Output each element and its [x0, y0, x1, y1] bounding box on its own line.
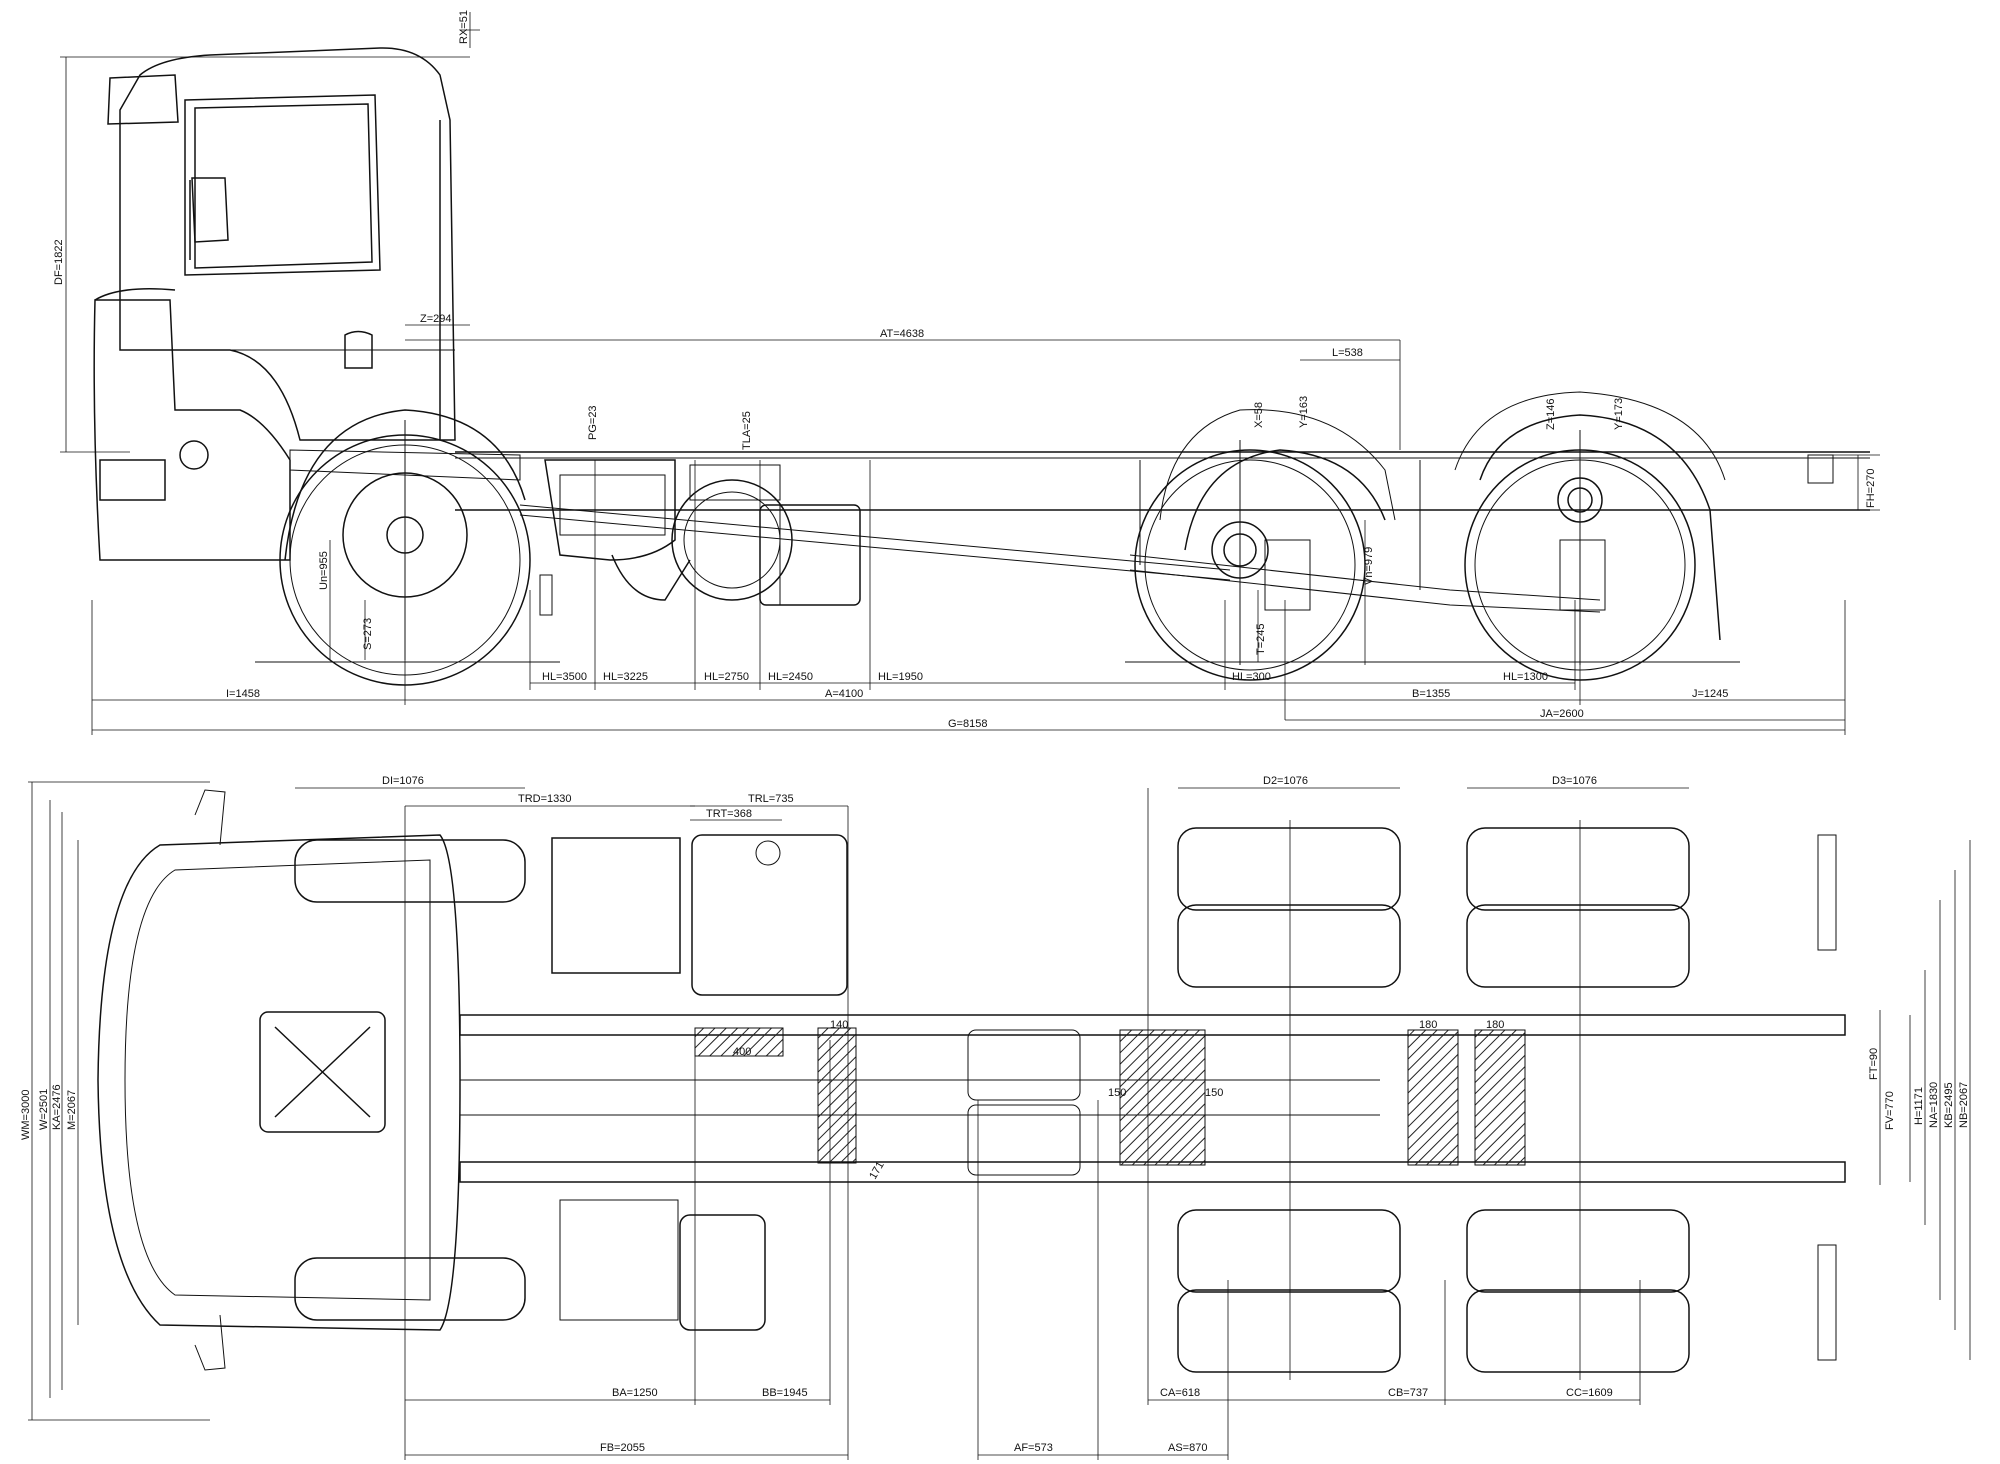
- dim-at: AT=4638: [880, 328, 924, 340]
- dim-a: A=4100: [825, 688, 863, 700]
- dim-trt: TRT=368: [706, 808, 752, 820]
- dim-hl2450: HL=2450: [768, 671, 813, 683]
- dim-g: G=8158: [948, 718, 987, 730]
- dim-y173: Y=173: [1613, 398, 1625, 430]
- top-frame: [459, 1014, 1846, 1183]
- cab-side: [93, 47, 456, 561]
- dim-ba: BA=1250: [612, 1387, 658, 1399]
- dim-180-right: 180: [1486, 1019, 1504, 1031]
- dim-ft: FT=90: [1868, 1048, 1880, 1080]
- dim-w: W=2501: [38, 1089, 50, 1130]
- dim-trl: TRL=735: [748, 793, 794, 805]
- dim-ca: CA=618: [1160, 1387, 1200, 1399]
- dim-nb: NB=2067: [1958, 1082, 1970, 1128]
- dim-vn: Vn=979: [1363, 547, 1375, 585]
- dim-140: 140: [830, 1019, 848, 1031]
- cross-members: [694, 1027, 1526, 1166]
- mid-components: [539, 459, 861, 616]
- side-view: RX=51 DF=1822 Z=294 AT=4638 L=538 PG=23 …: [53, 10, 1880, 735]
- dim-i: I=1458: [226, 688, 260, 700]
- dim-150-right: 150: [1205, 1087, 1223, 1099]
- cab-top: [97, 789, 461, 1371]
- side-frame: [455, 451, 1870, 581]
- dim-fb: FB=2055: [600, 1442, 645, 1454]
- dim-tla: TLA=25: [741, 411, 753, 450]
- dim-d3: D3=1076: [1552, 775, 1597, 787]
- dim-na: NA=1830: [1928, 1082, 1940, 1128]
- dim-s: S=273: [362, 618, 374, 650]
- dim-z: Z=294: [420, 313, 452, 325]
- dim-171: 171: [867, 1160, 887, 1182]
- dim-df: DF=1822: [53, 239, 65, 285]
- dim-bb: BB=1945: [762, 1387, 808, 1399]
- dim-ja: JA=2600: [1540, 708, 1584, 720]
- dim-400: 400: [733, 1046, 751, 1058]
- dim-j: J=1245: [1692, 688, 1728, 700]
- dim-m: M=2067: [66, 1090, 78, 1130]
- dim-b: B=1355: [1412, 688, 1450, 700]
- dim-hl3500: HL=3500: [542, 671, 587, 683]
- dim-y163: Y=163: [1298, 396, 1310, 428]
- dim-z146: Z=146: [1545, 399, 1557, 431]
- dim-trd: TRD=1330: [518, 793, 572, 805]
- rear-wheels-top: [1177, 820, 1837, 1380]
- dim-hl3225: HL=3225: [603, 671, 648, 683]
- side-dimension-lines: [60, 12, 1880, 735]
- dim-cb: CB=737: [1388, 1387, 1428, 1399]
- front-wheels-top: [294, 839, 526, 1321]
- dim-rx: RX=51: [458, 10, 470, 44]
- dim-wm: WM=3000: [20, 1090, 32, 1140]
- dim-fh: FH=270: [1865, 469, 1877, 508]
- dim-as: AS=870: [1168, 1442, 1207, 1454]
- rear-wheel-2: [1454, 391, 1726, 681]
- dim-x58: X=58: [1253, 402, 1265, 428]
- dim-un: Un=955: [318, 551, 330, 590]
- dim-di: DI=1076: [382, 775, 424, 787]
- tanks-top: [551, 834, 1081, 1331]
- dim-150-left: 150: [1108, 1087, 1126, 1099]
- side-labels: RX=51 DF=1822 Z=294 AT=4638 L=538 PG=23 …: [53, 10, 1877, 730]
- dim-ka: KA=2476: [51, 1084, 63, 1130]
- dim-t: T=245: [1255, 624, 1267, 656]
- dim-d2: D2=1076: [1263, 775, 1308, 787]
- dim-pg: PG=23: [587, 405, 599, 440]
- dim-hl2750: HL=2750: [704, 671, 749, 683]
- dim-l: L=538: [1332, 347, 1363, 359]
- dim-hl1300: HL=1300: [1503, 671, 1548, 683]
- rear-suspension: [255, 454, 1834, 663]
- dim-h: H=1171: [1913, 1087, 1925, 1125]
- dim-hl300: HL=300: [1232, 671, 1271, 683]
- dim-180-left: 180: [1419, 1019, 1437, 1031]
- top-dimension-lines: [28, 781, 1971, 1460]
- dim-af: AF=573: [1014, 1442, 1053, 1454]
- top-labels: DI=1076 TRD=1330 TRL=735 TRT=368 D2=1076…: [20, 775, 1970, 1454]
- dim-hl1950: HL=1950: [878, 671, 923, 683]
- top-view: DI=1076 TRD=1330 TRL=735 TRT=368 D2=1076…: [20, 775, 1971, 1460]
- dim-cc: CC=1609: [1566, 1387, 1613, 1399]
- dim-fv: FV=770: [1884, 1091, 1896, 1130]
- dim-kb: KB=2495: [1943, 1082, 1955, 1128]
